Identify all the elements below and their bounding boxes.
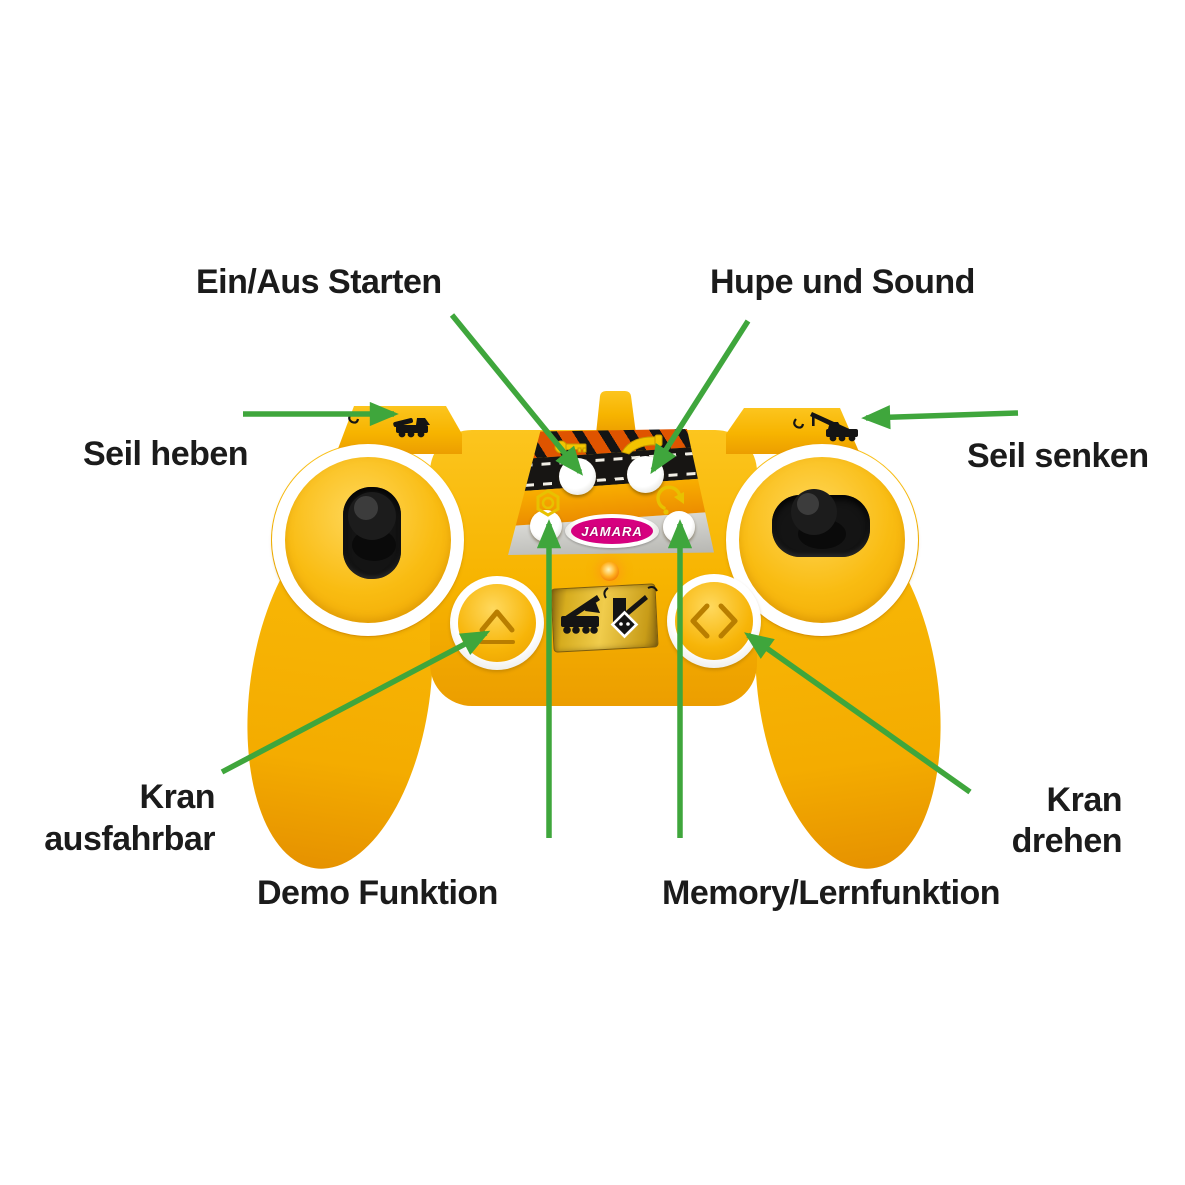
label-kran-ausfahrbar: Kran ausfahrbar <box>44 778 215 858</box>
label-kran-drehen: Kran drehen <box>1011 781 1123 860</box>
crane-rotate-button-cup <box>667 574 761 668</box>
label-seil-senken: Seil senken <box>967 437 1149 475</box>
horn-sound-button[interactable] <box>627 456 664 493</box>
crane-extend-button-cup <box>450 576 544 670</box>
crane-rotate-button[interactable] <box>675 582 753 660</box>
label-demo-funktion: Demo Funktion <box>257 874 498 912</box>
label-hupe-und-sound: Hupe und Sound <box>710 263 975 301</box>
antenna-nub <box>596 391 636 434</box>
memory-button[interactable] <box>663 511 695 543</box>
label-ein-aus-starten: Ein/Aus Starten <box>196 263 442 301</box>
left-stick-slot <box>343 487 401 579</box>
label-memory-lernfunktion: Memory/Lernfunktion <box>662 874 1001 912</box>
power-start-button[interactable] <box>559 458 596 495</box>
crane-function-sticker <box>550 583 659 653</box>
crane-extend-button[interactable] <box>458 584 536 662</box>
label-seil-heben: Seil heben <box>83 435 249 473</box>
status-led <box>600 562 619 581</box>
brand-logo-text: JAMARA <box>581 523 643 539</box>
demo-button[interactable] <box>530 510 562 542</box>
right-stick-slot <box>772 495 870 557</box>
brand-logo: JAMARA <box>565 514 659 548</box>
